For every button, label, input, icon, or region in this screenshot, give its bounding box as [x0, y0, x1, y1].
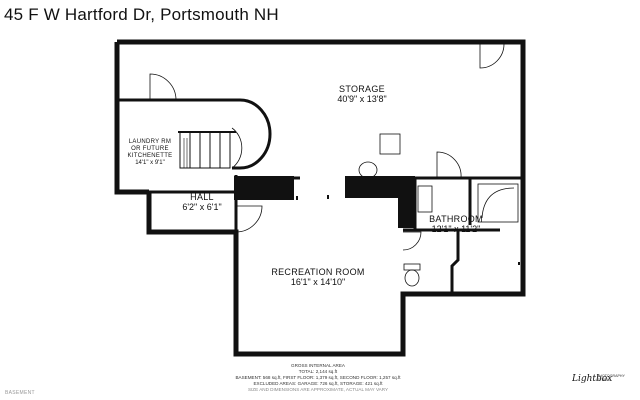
property-address: 45 F W Hartford Dr, Portsmouth NH — [4, 5, 279, 24]
room-name: HALL — [190, 192, 214, 202]
storage-box — [379, 133, 401, 155]
door-swing — [479, 43, 505, 69]
area-summary: GROSS INTERNAL AREA TOTAL: 2,144 sq.ft B… — [218, 363, 418, 393]
wall-block — [345, 176, 415, 198]
logo-line: PHOTOGRAPHY — [597, 374, 625, 378]
area-heading: GROSS INTERNAL AREA — [291, 363, 345, 368]
storage-fixtures — [358, 133, 401, 179]
room-hall: HALL 6'2" x 6'1" — [170, 192, 234, 213]
toilet-bowl — [404, 269, 420, 287]
room-laundry: LAUNDRY RM OR FUTURE KITCHENETTE 14'1" x… — [118, 139, 182, 167]
room-bathroom: BATHROOM 12'1" x 11'2" — [416, 214, 496, 235]
room-dimensions: 16'1" x 14'10" — [290, 277, 346, 288]
room-dimensions: 14'1" x 9'1" — [135, 159, 165, 166]
area-floors: BASEMENT: 568 sq.ft, FIRST FLOOR: 1,379 … — [235, 374, 401, 380]
exterior-wall — [117, 39, 526, 357]
door-swing — [402, 231, 422, 251]
laundry-west-wall — [114, 100, 149, 195]
studio-logo: Lightbox — [572, 374, 612, 384]
stair-curved-wall — [232, 98, 272, 170]
logo-script: Lightbox — [572, 374, 612, 384]
wall-block — [234, 176, 294, 200]
room-recreation: RECREATION ROOM 16'1" x 14'10" — [268, 267, 368, 288]
room-dimensions: 6'2" x 6'1" — [182, 202, 222, 213]
vanity — [417, 185, 433, 213]
room-name: BATHROOM — [429, 214, 483, 224]
logo-line: STUDIO — [597, 378, 611, 383]
area-disclaimer: SIZE AND DIMENSIONS ARE APPROXIMATE, ACT… — [247, 386, 389, 392]
door-swing — [235, 205, 263, 233]
bathtub — [477, 183, 519, 223]
door-swing — [436, 151, 462, 179]
logo-subtitle: PHOTOGRAPHY STUDIO — [597, 374, 625, 383]
bathroom-lower-wall — [450, 230, 460, 294]
room-storage: STORAGE 40'9" x 13'8" — [322, 84, 402, 105]
bathroom-fixtures — [403, 183, 519, 287]
wall-block — [398, 196, 416, 228]
staircase — [178, 127, 243, 169]
area-total: TOTAL: 2,144 sq.ft — [298, 368, 338, 374]
room-name: RECREATION ROOM — [271, 267, 365, 277]
water-heater — [358, 161, 378, 179]
room-name-line: LAUNDRY RM — [128, 139, 172, 145]
door-swings — [149, 43, 505, 251]
room-name-line: KITCHENETTE — [127, 152, 173, 159]
floor-label: BASEMENT — [5, 390, 35, 396]
room-name-line: OR FUTURE — [131, 145, 169, 152]
door-swing — [149, 73, 177, 101]
room-dimensions: 40'9" x 13'8" — [337, 94, 387, 105]
area-excluded: EXCLUDED AREAS: GARAGE: 726 sq.ft, STORA… — [253, 380, 383, 386]
room-dimensions: 12'1" x 11'2" — [431, 224, 481, 235]
toilet-tank — [403, 263, 421, 271]
room-name: STORAGE — [339, 84, 385, 94]
